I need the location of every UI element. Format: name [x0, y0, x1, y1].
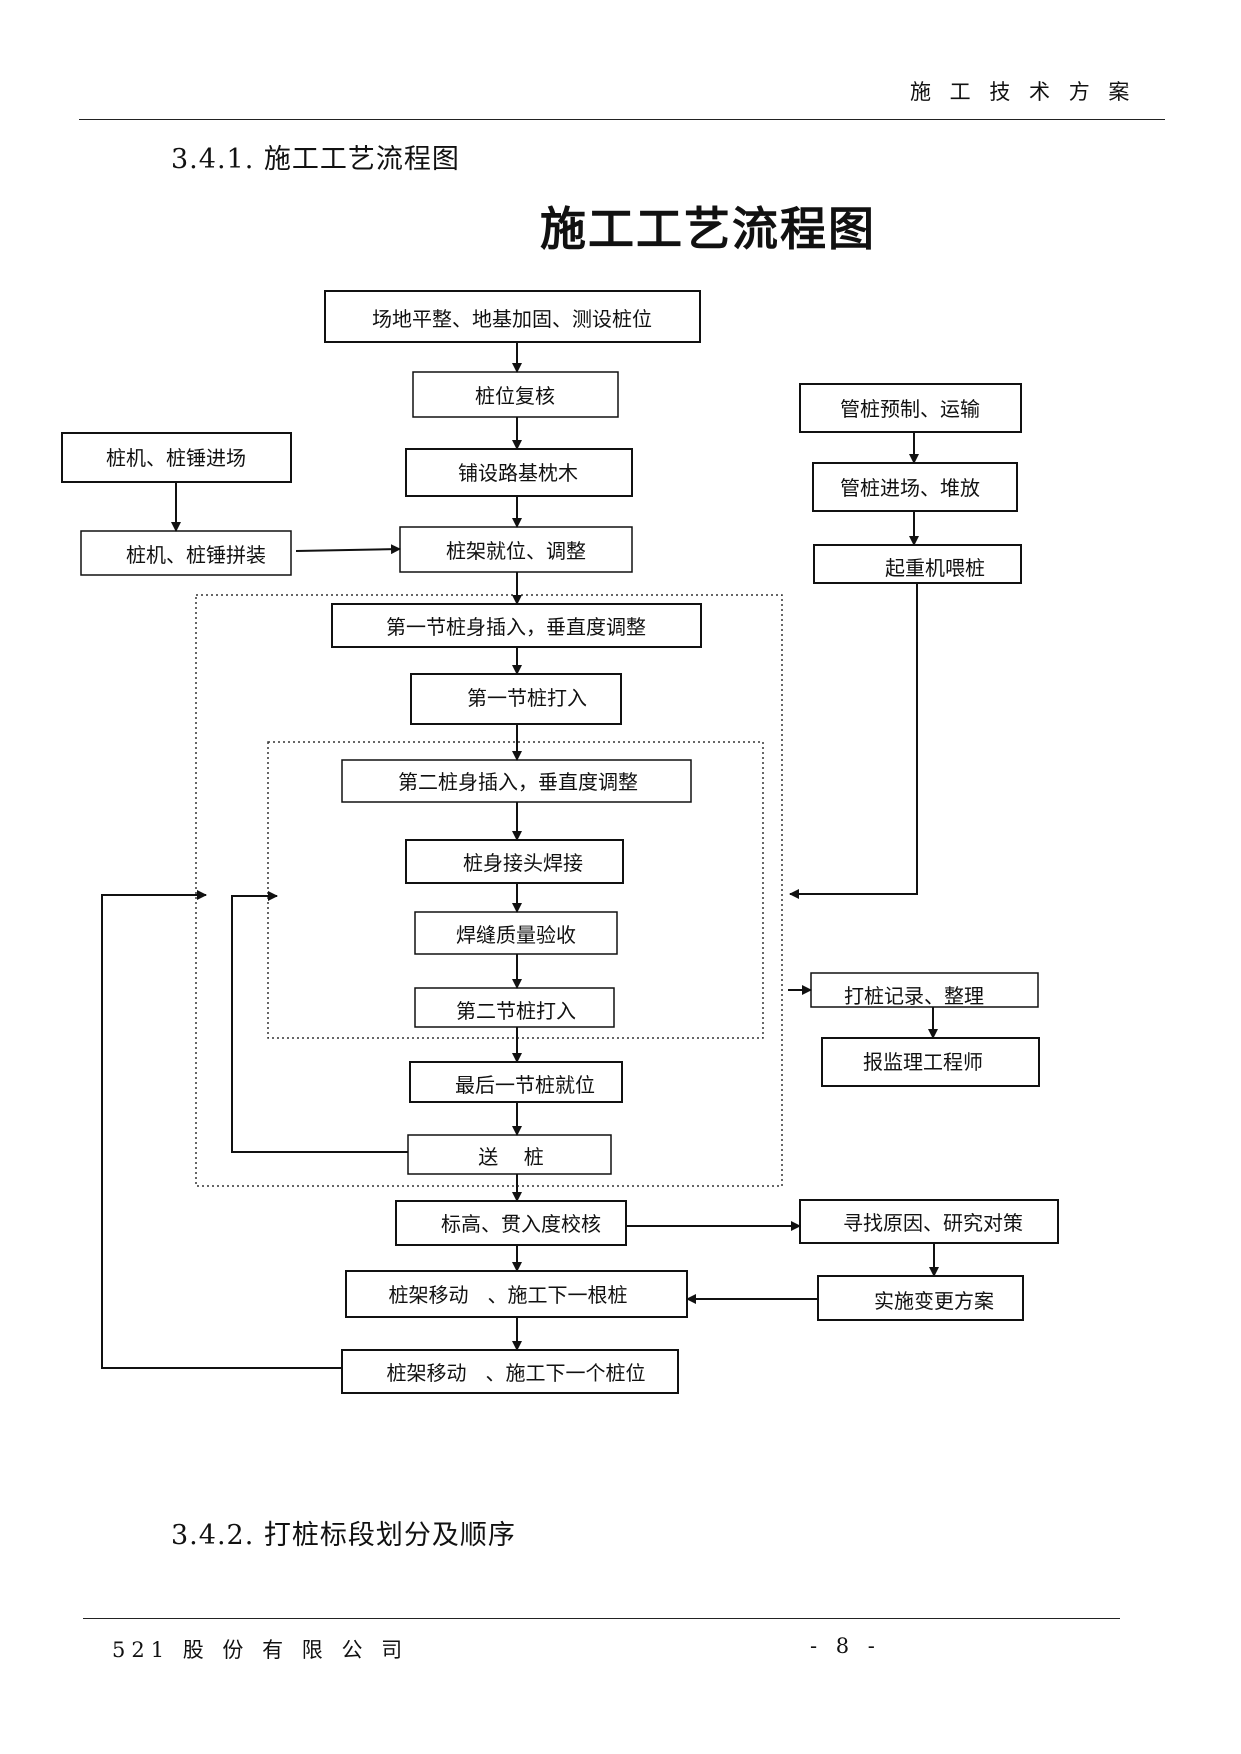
node-find-cause: 寻找原因、研究对策 [843, 1211, 1023, 1235]
node-joint-welding: 桩身接头焊接 [463, 851, 583, 875]
outer-pile-loop-frame [195, 594, 783, 1187]
node-lay-sleepers: 铺设路基枕木 [458, 461, 578, 485]
node-elevation-check-box [395, 1200, 627, 1246]
node-next-pile-position-box [341, 1349, 679, 1394]
footer-company: 521 股 份 有 限 公 司 [112, 1638, 409, 1662]
node-driving-records-box [810, 972, 1039, 1008]
node-rig-entry: 桩机、桩锤进场 [106, 446, 246, 470]
node-driving-records: 打桩记录、整理 [844, 984, 984, 1008]
node-next-pile-position: 桩架移动 、施工下一个桩位 [386, 1361, 645, 1385]
node-pipe-pile-prefab-box [799, 383, 1022, 433]
node-site-preparation: 场地平整、地基加固、测设桩位 [372, 307, 652, 331]
node-crane-feeding: 起重机喂桩 [885, 556, 985, 580]
node-first-section-insert-box [331, 603, 702, 648]
node-last-section-position: 最后一节桩就位 [455, 1073, 595, 1097]
side-flow-arrows [101, 432, 939, 1369]
node-pipe-pile-stacking: 管桩进场、堆放 [840, 476, 980, 500]
node-weld-inspection: 焊缝质量验收 [456, 923, 576, 947]
node-report-supervisor-box [821, 1037, 1040, 1087]
node-first-section-drive: 第一节桩打入 [467, 686, 587, 710]
node-second-section-drive: 第二节桩打入 [456, 999, 576, 1023]
node-site-preparation-box [324, 290, 701, 343]
node-change-plan: 实施变更方案 [874, 1289, 994, 1313]
footer-rule [83, 1618, 1120, 1619]
flowchart-title: 施工工艺流程图 [540, 202, 876, 256]
node-follow-driving: 送 桩 [478, 1145, 543, 1169]
node-second-section-insert: 第二桩身插入，垂直度调整 [398, 770, 638, 794]
node-pile-position-check: 桩位复核 [475, 384, 555, 408]
node-weld-inspection-box [414, 911, 618, 955]
node-joint-welding-box [405, 839, 624, 884]
node-report-supervisor: 报监理工程师 [863, 1050, 983, 1074]
node-lay-sleepers-box [405, 448, 633, 497]
section-heading-3-4-2: 3.4.2. 打桩标段划分及顺序 [171, 1520, 516, 1551]
section-heading-3-4-1: 3.4.1. 施工工艺流程图 [171, 144, 460, 175]
node-first-section-drive-box [410, 673, 622, 725]
node-change-plan-box [817, 1275, 1024, 1321]
node-next-pile: 桩架移动 、施工下一根桩 [388, 1283, 627, 1307]
node-pipe-pile-prefab: 管桩预制、运输 [840, 397, 980, 421]
page-number: - 8 - [810, 1634, 881, 1658]
header-rule [79, 119, 1165, 120]
node-elevation-check: 标高、贯入度校核 [441, 1212, 601, 1236]
header-doc-title: 施 工 技 术 方 案 [910, 80, 1136, 104]
node-second-section-insert-box [341, 759, 692, 803]
node-second-section-drive-box [414, 987, 615, 1028]
node-find-cause-box [799, 1199, 1059, 1244]
node-rig-assembly: 桩机、桩锤拼装 [126, 543, 266, 567]
node-rig-assembly-box [80, 530, 292, 576]
node-pile-position-check-box [412, 371, 619, 418]
node-frame-positioning: 桩架就位、调整 [446, 539, 586, 563]
node-first-section-insert: 第一节桩身插入，垂直度调整 [386, 615, 646, 639]
node-follow-driving-box [407, 1134, 612, 1175]
